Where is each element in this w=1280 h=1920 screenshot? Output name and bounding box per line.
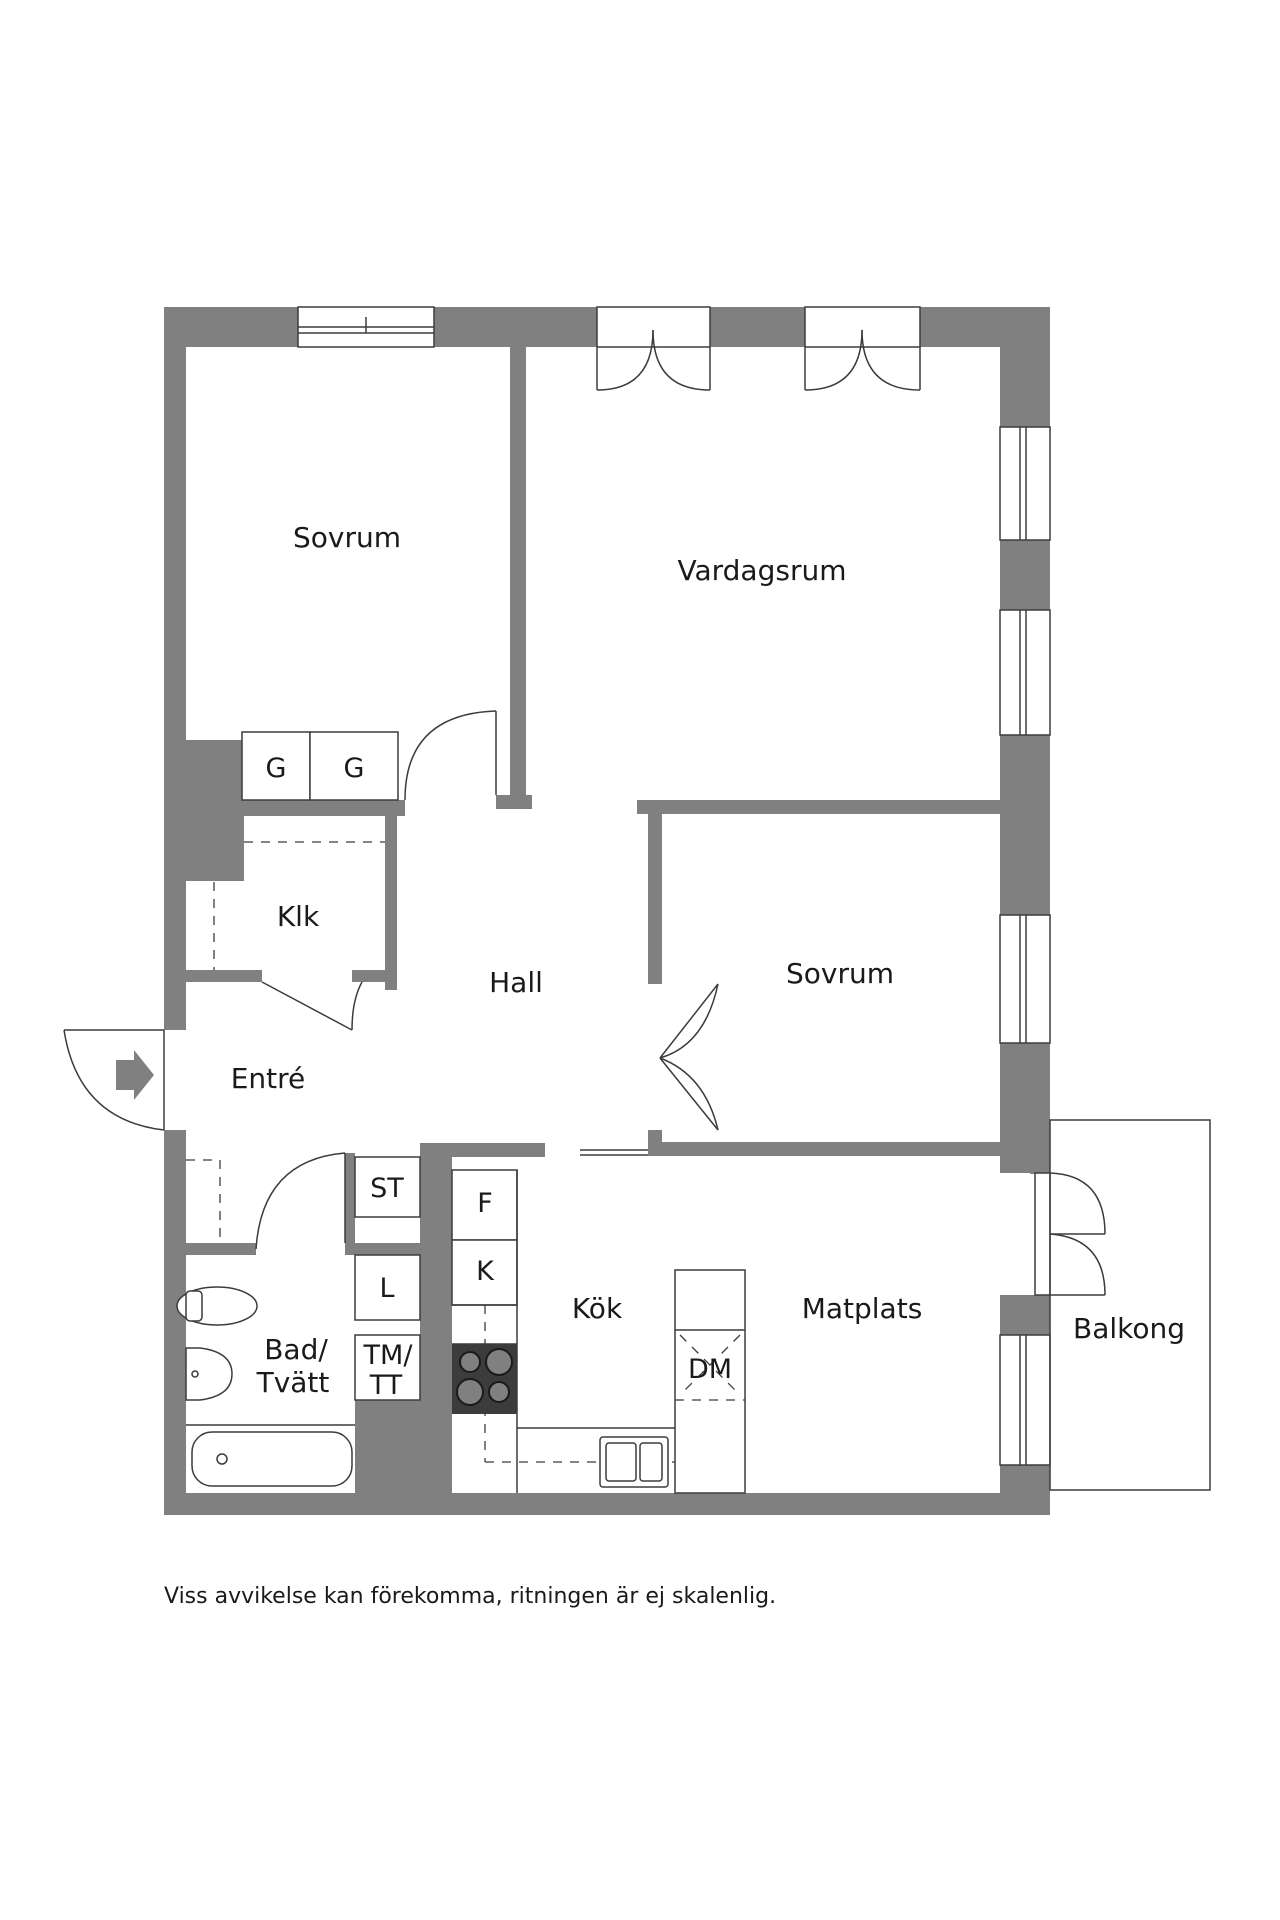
room-kok-label: Kök xyxy=(572,1292,623,1325)
fixtures xyxy=(176,731,746,1494)
balcony-outline xyxy=(1049,1119,1211,1491)
doors xyxy=(63,306,1106,1296)
fixture-labels: G G ST L TM/ TT F K DM xyxy=(266,753,733,1401)
interior-walls xyxy=(186,347,1000,1515)
room-balkong-label: Balkong xyxy=(1073,1312,1185,1345)
l-label: L xyxy=(379,1273,394,1304)
room-hall-label: Hall xyxy=(489,966,543,999)
windows xyxy=(297,306,1051,1466)
room-bad-label-line2: Tvätt xyxy=(256,1366,330,1399)
dishwasher-label: DM xyxy=(688,1354,732,1385)
wardrobe-1-label: G xyxy=(266,753,287,784)
room-entre-label: Entré xyxy=(231,1062,306,1095)
room-klk-label: Klk xyxy=(277,900,320,933)
fridge-label: F xyxy=(477,1188,493,1219)
room-sovrum-2-label: Sovrum xyxy=(786,957,894,990)
room-labels: Sovrum Vardagsrum Klk Hall Sovrum Entré … xyxy=(231,521,1185,1399)
entrance-arrow-icon xyxy=(116,1050,154,1100)
outer-walls xyxy=(164,307,1050,1515)
st-label: ST xyxy=(370,1173,404,1204)
room-bad-label-line1: Bad/ xyxy=(264,1333,328,1366)
room-matplats-label: Matplats xyxy=(802,1292,923,1325)
tm-label-line1: TM/ xyxy=(363,1340,414,1371)
room-sovrum-1-label: Sovrum xyxy=(293,521,401,554)
disclaimer-note: Viss avvikelse kan förekomma, ritningen … xyxy=(164,1584,777,1609)
wardrobe-2-label: G xyxy=(344,753,365,784)
room-vardagsrum-label: Vardagsrum xyxy=(678,554,847,587)
freezer-label: K xyxy=(476,1256,495,1287)
tm-label-line2: TT xyxy=(369,1370,403,1401)
